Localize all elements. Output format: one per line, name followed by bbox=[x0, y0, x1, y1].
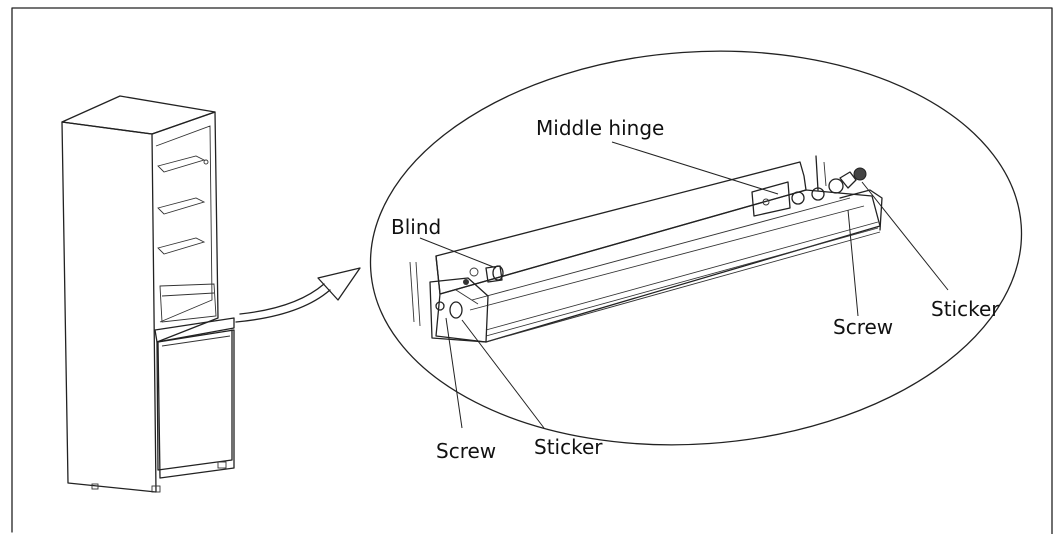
label-screw-right: Screw bbox=[833, 315, 893, 339]
label-sticker-left: Sticker bbox=[534, 435, 603, 459]
hinge-assembly bbox=[409, 155, 883, 343]
label-blind: Blind bbox=[391, 215, 441, 239]
outer-border bbox=[11, 7, 1053, 534]
refrigerator-illustration bbox=[61, 95, 235, 493]
label-screw-left: Screw bbox=[436, 439, 496, 463]
leader-lines bbox=[419, 141, 949, 429]
zoom-arrow bbox=[235, 267, 361, 323]
label-sticker-right: Sticker bbox=[931, 297, 1000, 321]
zoom-ellipse bbox=[369, 50, 1023, 446]
label-middle-hinge: Middle hinge bbox=[536, 116, 664, 140]
